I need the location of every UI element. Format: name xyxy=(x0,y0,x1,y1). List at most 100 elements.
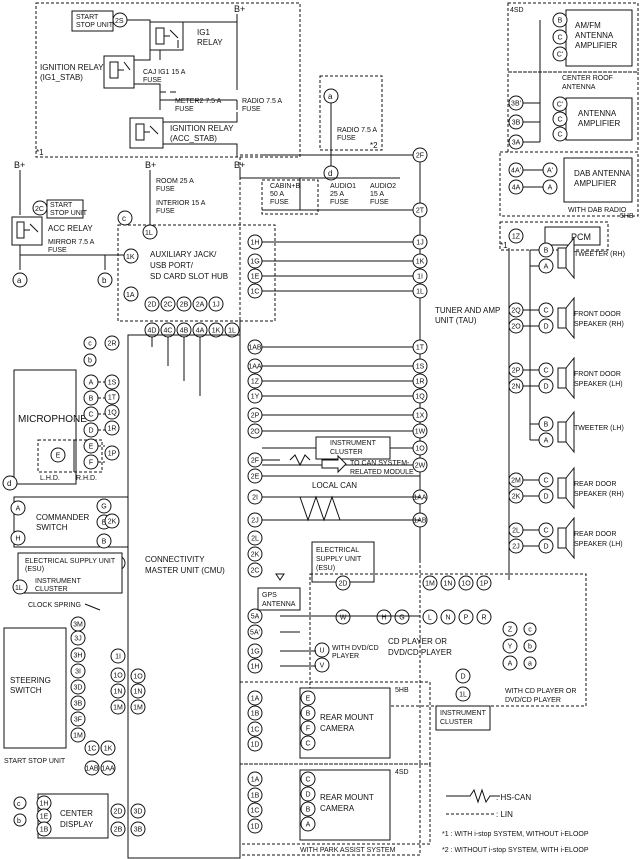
cdp-pin-u-label: U xyxy=(319,648,324,655)
cmd-pin-e-label: E xyxy=(102,520,107,527)
display-pin-1b xyxy=(36,821,52,837)
tau-pin-r-1w-11-label: 1W xyxy=(415,429,426,436)
tau-pin-l-2j-13-label: 2J xyxy=(251,518,258,525)
tau-pin-r-1l-5-label: 1L xyxy=(416,289,424,296)
spk4-pin-b-label: D xyxy=(543,494,548,501)
cam5hb-pin-b-label: B xyxy=(306,711,311,718)
cmu-pin-1m-11 xyxy=(110,699,126,715)
connector-1l-esu xyxy=(12,579,28,595)
with-dvd-l1: WITH DVD/CD xyxy=(332,645,379,652)
esu-pin-2d xyxy=(335,575,351,591)
mic-pin-a-label: A xyxy=(89,380,94,387)
spk0-pin-b-label: A xyxy=(544,264,549,271)
connector-1a-aux xyxy=(123,286,139,302)
roof-pin-0-label: C' xyxy=(557,102,563,109)
steer-pin-3m-0-label: 3M xyxy=(73,622,83,629)
cdp-ref-c-label: c xyxy=(528,627,532,634)
bplus-acc: B+ xyxy=(14,160,25,170)
mirror-fuse-l2: FUSE xyxy=(48,247,67,254)
aux-top-2a xyxy=(192,296,208,312)
speaker-2-label-1: SPEAKER (LH) xyxy=(574,381,623,388)
tau-pin-l-1h-0-label: 1H xyxy=(251,240,260,247)
spk3-pin-b-label: A xyxy=(544,438,549,445)
can-system-l2: RELATED MODULE xyxy=(350,469,414,476)
tau-pin-r-1j-2 xyxy=(412,234,428,250)
cd-player-l1: CD PLAYER OR xyxy=(388,637,447,646)
tau-pin-r-1w-11 xyxy=(412,423,428,439)
aux-bot-4d-label: 4D xyxy=(148,328,157,335)
speaker-0-label-0: TWEETER (RH) xyxy=(574,251,625,258)
svg-text:c: c xyxy=(122,214,126,223)
instrument-cluster-mid-l2: CLUSTER xyxy=(330,449,363,456)
tau-spk-2-a-label: 2P xyxy=(512,368,521,375)
aux-top-2d-label: 2D xyxy=(148,302,157,309)
tau-pin-l-1a-21-label: 1A xyxy=(251,696,260,703)
audio1-fuse-l1: AUDIO1 xyxy=(330,183,356,190)
cam5hb-pin-b xyxy=(300,705,316,721)
steer-pin-1ab-label: 1AB xyxy=(85,766,99,773)
cdp-pin-1m xyxy=(422,575,438,591)
svg-text:a: a xyxy=(17,276,22,285)
aux-bot-1k-label: 1K xyxy=(212,328,221,335)
cdp-pin-1o xyxy=(458,575,474,591)
room-fuse-l1: ROOM 25 A xyxy=(156,178,194,185)
aux-top-1j-label: 1J xyxy=(212,302,219,309)
cam4sd-pin-d xyxy=(300,786,316,802)
tau-pin-r-1x-10-label: 1X xyxy=(416,413,425,420)
legend-hs-can: : HS-CAN xyxy=(496,793,531,802)
steer-pin-3f-6 xyxy=(70,711,86,727)
camera-4sd-l1: REAR MOUNT xyxy=(320,793,374,802)
cmu-pin-1s-1-label: 1S xyxy=(108,380,117,387)
speaker-3-label-0: TWEETER (LH) xyxy=(574,425,624,432)
audio2-fuse-l1: AUDIO2 xyxy=(370,183,396,190)
pcm-label: PCM xyxy=(571,232,591,242)
tau-pin-l-1b-22-label: 1B xyxy=(251,711,260,718)
cdp-side-z-label: Z xyxy=(508,627,513,634)
ignition-relay-acc-l1: IGNITION RELAY xyxy=(170,124,234,133)
steer-pin-1k-label: 1K xyxy=(104,746,113,753)
esu-pin-g-label: G xyxy=(399,615,404,622)
aux-top-2a-label: 2A xyxy=(196,302,205,309)
tau-pin-l-1c-27-label: 1C xyxy=(251,808,260,815)
start-stop-unit-top-l2: STOP UNIT xyxy=(76,22,114,29)
camera-5hb-l1: REAR MOUNT xyxy=(320,713,374,722)
tau-pin-l-1g-19 xyxy=(247,643,263,659)
aux-bot-1l xyxy=(224,322,240,338)
svg-text:*2: *2 xyxy=(370,141,378,150)
mic-pin-e-label: E xyxy=(89,444,94,451)
cam4sd-pin-a xyxy=(300,816,316,832)
display-pin-1h-label: 1H xyxy=(40,801,49,808)
legend-lin: : LIN xyxy=(496,810,513,819)
tau-pin-r-1i-4-label: 1I xyxy=(417,274,423,281)
cdp-ref-b xyxy=(523,639,537,653)
ig1-relay-l1: IG1 xyxy=(197,28,210,37)
amfm-pin-2 xyxy=(552,46,568,62)
tau-pin-l-1h-0 xyxy=(247,234,263,250)
pcm-frame xyxy=(499,221,609,251)
ref-c-aux xyxy=(117,210,133,226)
tau-pin-r-2t-1 xyxy=(412,202,428,218)
tau-pin-l-2l-14 xyxy=(247,530,263,546)
interior-fuse-l2: FUSE xyxy=(156,208,175,215)
tau-pin-l-1b-22 xyxy=(247,705,263,721)
tau-pin-l-1c-23 xyxy=(247,721,263,737)
cmd-pin-g-label: G xyxy=(101,504,106,511)
cmu-pin-1i-8 xyxy=(110,648,126,664)
cam4sd-pin-a-label: A xyxy=(306,822,311,829)
bplus-top: B+ xyxy=(234,4,245,14)
steer-pin-3i-3-label: 3I xyxy=(75,669,81,676)
tau-pin-l-1a-21 xyxy=(247,690,263,706)
tau-ant-4-label: 4A xyxy=(512,185,521,192)
cam5hb-pin-f xyxy=(300,720,316,736)
cmu-pin-1m-b-label: 1M xyxy=(133,705,143,712)
tau-pin-l-2o-9-label: 2O xyxy=(250,429,260,436)
tau-pin-l-1z-6 xyxy=(247,373,263,389)
esu-left-box xyxy=(17,552,123,594)
steer-pin-3b-5-label: 3B xyxy=(74,701,83,708)
instrument-cluster-mid-l1: INSTRUMENT xyxy=(330,440,377,447)
radio-fuse-top-l2: FUSE xyxy=(242,106,261,113)
